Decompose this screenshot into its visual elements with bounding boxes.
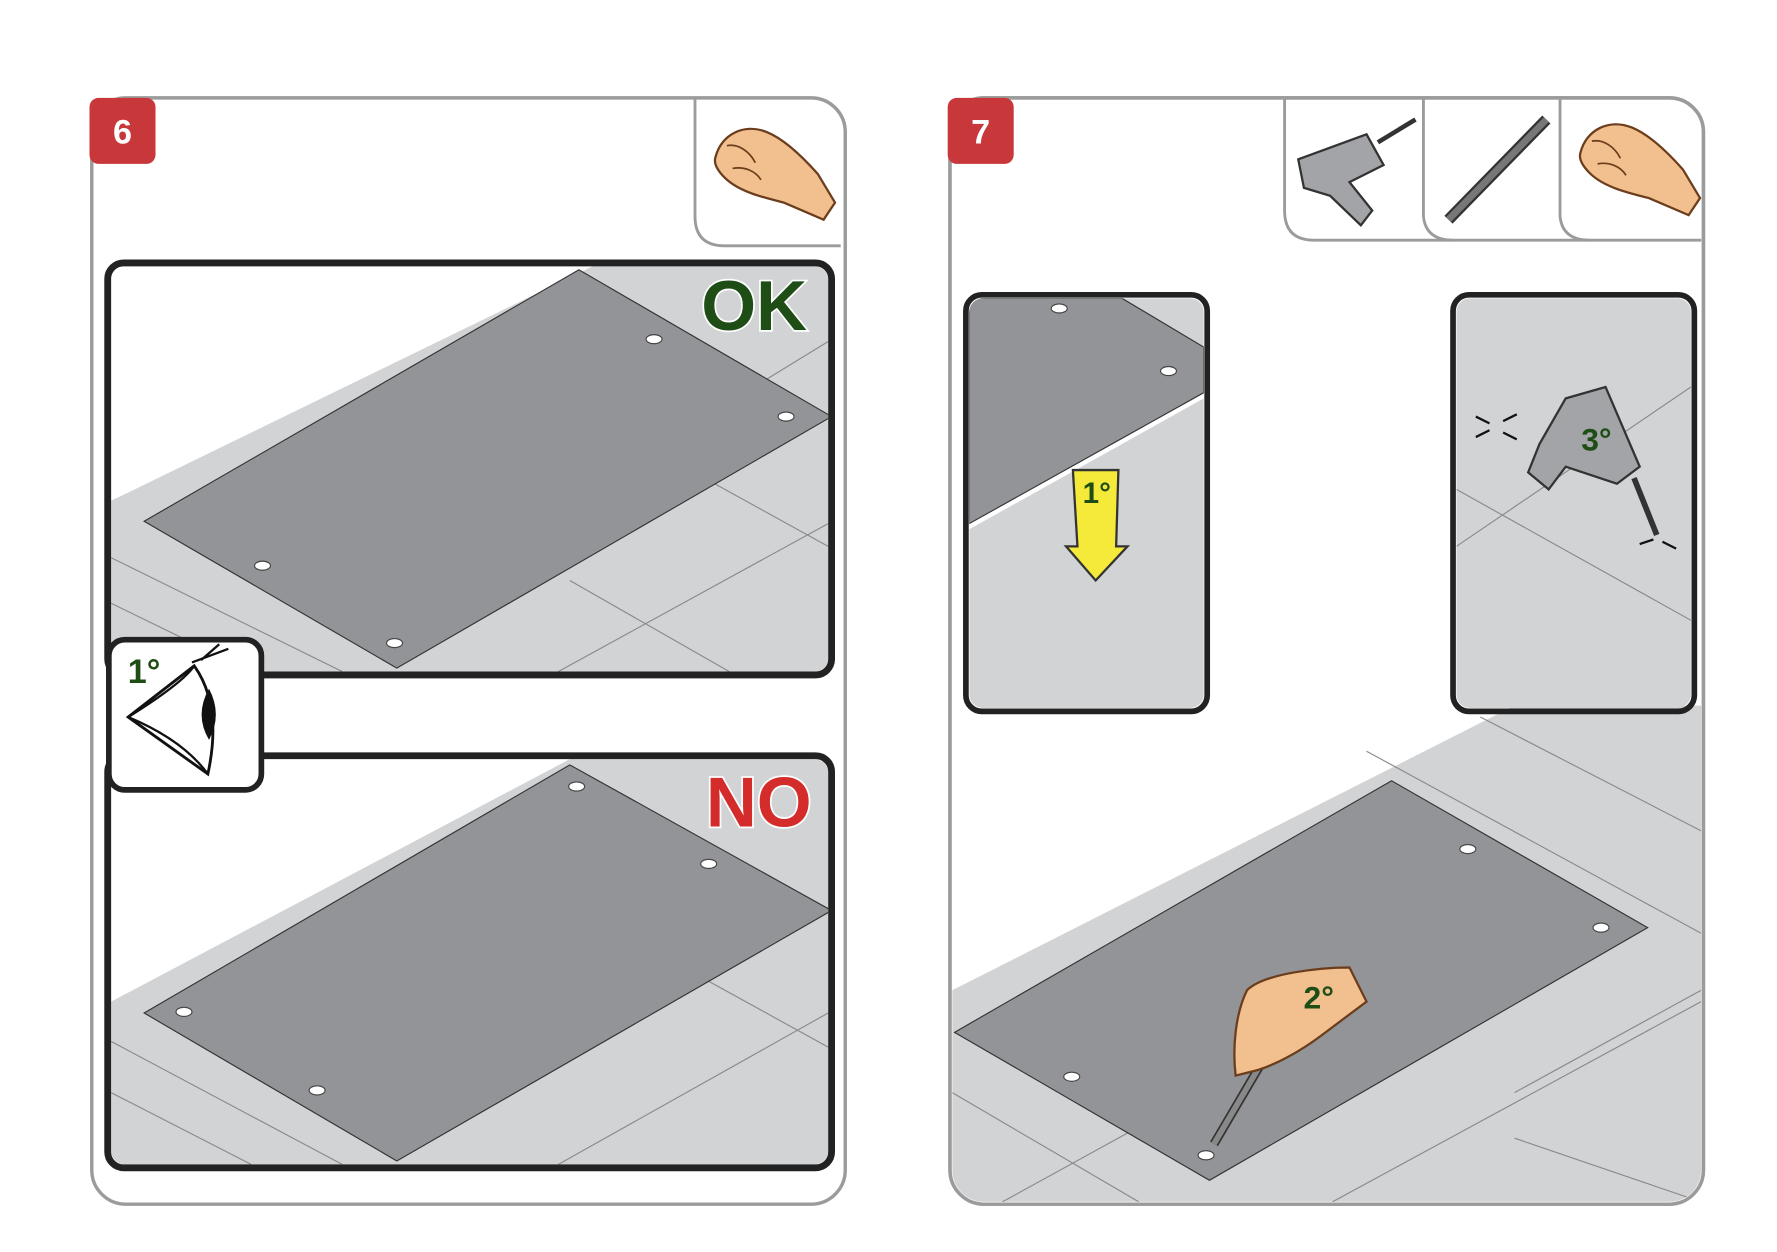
substep-1-label: 1° — [1083, 477, 1111, 510]
pencil-icon — [1444, 115, 1551, 224]
floor: 2° — [952, 705, 1702, 1202]
drill-icon — [1526, 385, 1660, 537]
inset-align-plate: 1° — [969, 298, 1204, 708]
plate — [143, 764, 829, 1162]
step-6-badge — [89, 97, 156, 164]
drill-icon — [1296, 117, 1417, 228]
step-7-badge — [947, 97, 1014, 164]
substep-3-label: 3° — [1581, 422, 1611, 458]
no-label: NO — [706, 762, 812, 841]
eye-step-label: 1° — [128, 653, 161, 691]
substep-2-label: 2° — [1303, 979, 1333, 1015]
ok-label: OK — [701, 266, 807, 345]
step-number: 6 — [113, 113, 132, 151]
hand-pencil-icon — [1210, 966, 1368, 1147]
plate — [142, 269, 829, 669]
step-number: 7 — [971, 113, 990, 151]
inset-drill: 3° — [1456, 298, 1691, 708]
arrow-down-icon — [1063, 468, 1131, 583]
step-7-panel: 2° 7 1° — [947, 96, 1706, 1206]
eye-icon — [125, 643, 229, 777]
eye-inspect-box: 1° — [105, 636, 265, 793]
ok-example — [111, 266, 829, 672]
step-6-panel: 6 OK — [89, 96, 847, 1206]
no-example — [111, 759, 829, 1165]
